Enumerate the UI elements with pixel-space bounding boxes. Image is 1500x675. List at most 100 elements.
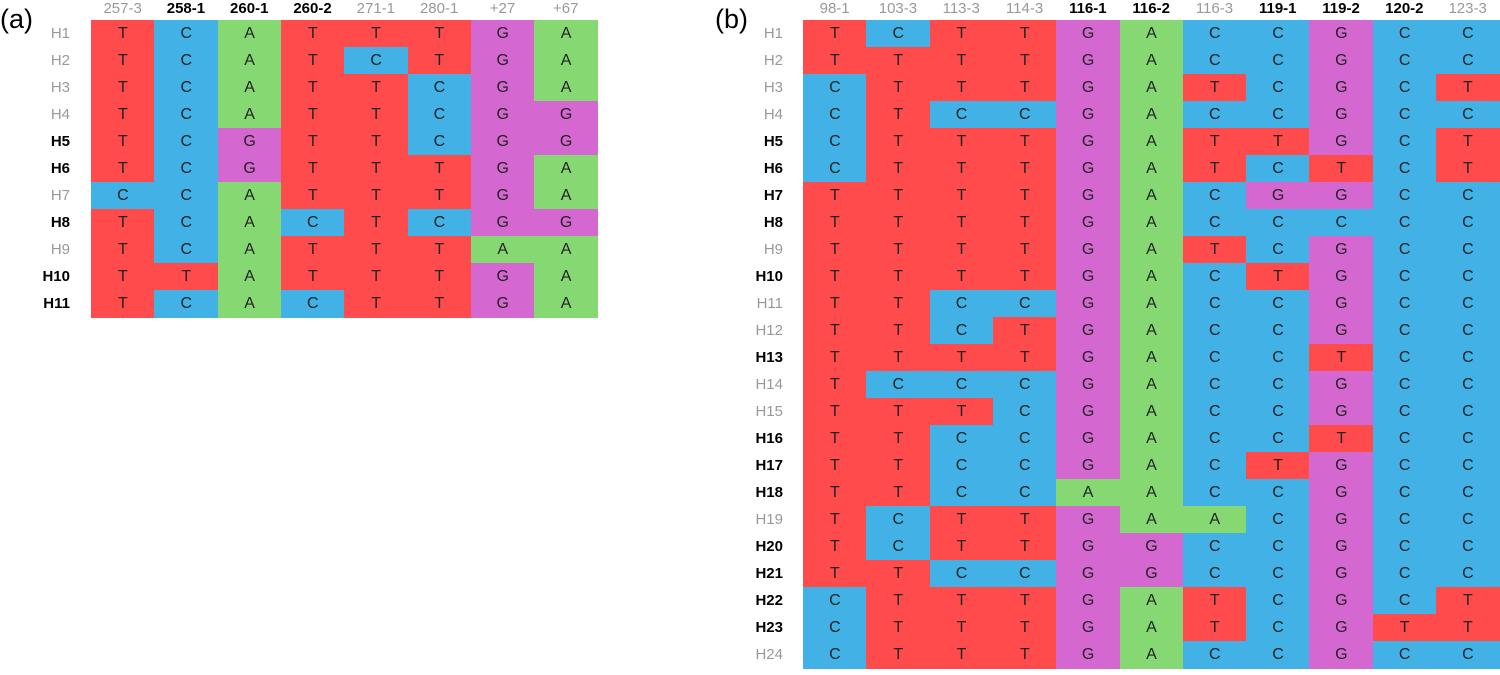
base-cell: T [992,236,1057,264]
row-header: H5 [50,133,70,150]
base-cell: G [534,101,598,129]
base-cell: C [992,101,1057,129]
base-cell: C [407,101,472,129]
base-cell: A [534,236,598,264]
base-cell: A [1119,236,1184,264]
base-cell: C [154,290,219,318]
base-cell: T [866,398,931,426]
base-cell: T [803,479,867,507]
row-header: H6 [763,160,783,177]
base-cell: G [470,155,535,183]
base-cell: G [470,182,535,210]
base-cell: C [929,452,994,480]
base-cell: T [866,452,931,480]
base-cell: A [1119,317,1184,345]
base-cell: C [1372,533,1437,561]
base-cell: A [217,74,282,102]
base-cell: G [1309,560,1374,588]
base-cell: C [1182,452,1247,480]
base-cell: C [154,74,219,102]
base-cell: T [280,155,345,183]
row-header: H7 [50,187,70,204]
base-cell: T [992,641,1057,669]
base-cell: T [1436,614,1500,642]
base-cell: C [1372,317,1437,345]
base-cell: C [1246,236,1310,264]
column-header: 271-1 [356,0,396,17]
column-header: +67 [553,0,579,17]
row-header: H4 [50,106,70,123]
base-cell: C [154,236,219,264]
base-cell: T [1182,74,1247,102]
row-header: H18 [755,484,783,501]
base-cell: T [992,614,1057,642]
base-cell: T [1246,263,1310,291]
row-header: H1 [763,25,783,42]
base-cell: C [1372,263,1437,291]
row-header: H10 [42,268,70,285]
base-cell: C [1436,344,1500,372]
base-cell: C [1182,479,1247,507]
base-cell: C [803,74,867,102]
base-cell: C [1309,209,1374,237]
row-header: H11 [756,295,783,312]
base-cell: T [866,425,931,453]
base-cell: G [1309,101,1374,129]
base-cell: A [534,20,598,48]
base-cell: G [1056,614,1121,642]
row-header: H2 [763,52,783,69]
base-cell: T [803,317,867,345]
base-cell: A [217,290,282,318]
base-cell: C [1182,533,1247,561]
column-header: 116-1 [1069,0,1107,17]
base-cell: C [1372,74,1437,102]
base-cell: C [866,20,931,48]
base-cell: C [803,641,867,669]
base-cell: T [992,263,1057,291]
panel-b-label: (b) [715,4,748,34]
base-cell: C [280,209,345,237]
base-cell: T [91,74,155,102]
base-cell: G [1056,398,1121,426]
column-header: 260-2 [293,0,332,17]
base-cell: T [1436,128,1500,156]
base-cell: C [1182,209,1247,237]
base-cell: T [91,20,155,48]
base-cell: T [803,47,867,75]
row-header: H14 [755,376,783,393]
base-cell: G [1309,74,1374,102]
base-cell: C [1246,344,1310,372]
base-cell: A [534,182,598,210]
base-cell: T [803,236,867,264]
base-cell: G [470,74,535,102]
base-cell: C [992,398,1057,426]
row-header: H6 [50,160,70,177]
base-cell: A [217,236,282,264]
column-header: 119-1 [1258,0,1297,17]
base-cell: A [1119,182,1184,210]
column-header: 103-3 [878,0,918,17]
base-cell: T [407,47,472,75]
base-cell: A [217,47,282,75]
base-cell: T [803,560,867,588]
base-cell: A [534,263,598,291]
base-cell: G [1309,290,1374,318]
base-cell: C [1246,317,1310,345]
row-header: H16 [755,430,783,447]
base-cell: T [992,344,1057,372]
base-cell: C [929,290,994,318]
base-cell: G [217,128,282,156]
column-header: 258-1 [166,0,206,17]
row-header: H24 [755,646,783,663]
base-cell: C [407,209,472,237]
row-header: H17 [755,457,783,474]
base-cell: T [929,155,994,183]
base-cell: T [344,20,409,48]
row-header: H2 [50,52,70,69]
base-cell: T [1246,452,1310,480]
base-cell: A [534,290,598,318]
base-cell: T [344,155,409,183]
base-cell: C [1372,20,1437,48]
base-cell: G [470,20,535,48]
base-cell: G [1056,371,1121,399]
